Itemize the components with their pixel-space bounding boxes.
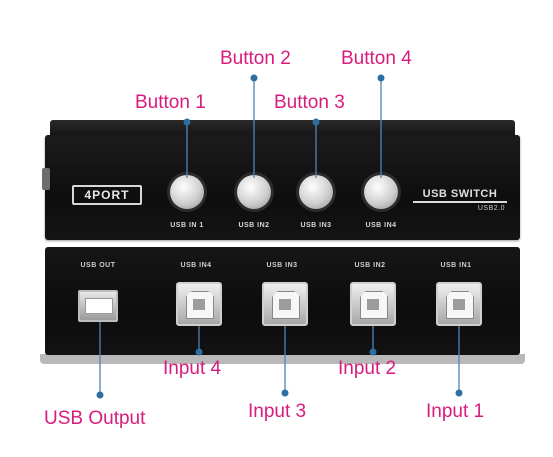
leader-dot-input-4 [195,348,203,356]
callout-input-2: Input 2 [338,358,397,379]
brand-subtitle: USB2.0 [477,205,505,212]
side-knob [42,168,50,190]
top-unit-lid [50,120,515,138]
selector-button-2[interactable] [237,175,271,209]
leader-dot-button-2 [250,74,258,82]
callout-button-1: Button 1 [135,92,206,113]
port-label-usb-in2: USB IN2 [354,262,386,269]
button-label-3: USB IN3 [300,222,332,229]
leader-dot-button-4 [377,74,385,82]
usb-b-port-in1[interactable] [436,282,482,326]
callout-button-2: Button 2 [220,48,291,69]
brand-title-text: USB SWITCH [422,188,498,200]
port-count-badge: 4PORT [72,185,142,205]
brand-underline [413,201,507,203]
usb-a-output-port[interactable] [78,290,118,322]
leader-dot-input-2 [369,348,377,356]
callout-input-4: Input 4 [163,358,222,379]
selector-button-3[interactable] [299,175,333,209]
usb-b-port-in2[interactable] [350,282,396,326]
leader-dot-input-3 [281,389,289,397]
button-label-4: USB IN4 [365,222,397,229]
callout-input-1: Input 1 [426,401,485,422]
usb-b-port-in3[interactable] [262,282,308,326]
button-label-2: USB IN2 [238,222,270,229]
callout-input-3: Input 3 [248,401,307,422]
callout-usb-output: USB Output [44,408,146,429]
button-label-1: USB IN 1 [170,222,204,229]
top-unit-front-panel [45,135,520,240]
callout-button-4: Button 4 [341,48,412,69]
port-label-usb-in1: USB IN1 [440,262,472,269]
leader-dot-input-1 [455,389,463,397]
port-label-usb-in4: USB IN4 [180,262,212,269]
usb-b-port-in4[interactable] [176,282,222,326]
port-label-usb-in3: USB IN3 [266,262,298,269]
leader-dot-button-1 [183,118,191,126]
brand-title: USB SWITCH [405,188,515,203]
selector-button-1[interactable] [170,175,204,209]
selector-button-4[interactable] [364,175,398,209]
bottom-unit-base [40,354,525,364]
callout-button-3: Button 3 [274,92,345,113]
leader-dot-button-3 [312,118,320,126]
leader-dot-usb-output [96,391,104,399]
port-label-usb-out: USB OUT [80,262,116,269]
